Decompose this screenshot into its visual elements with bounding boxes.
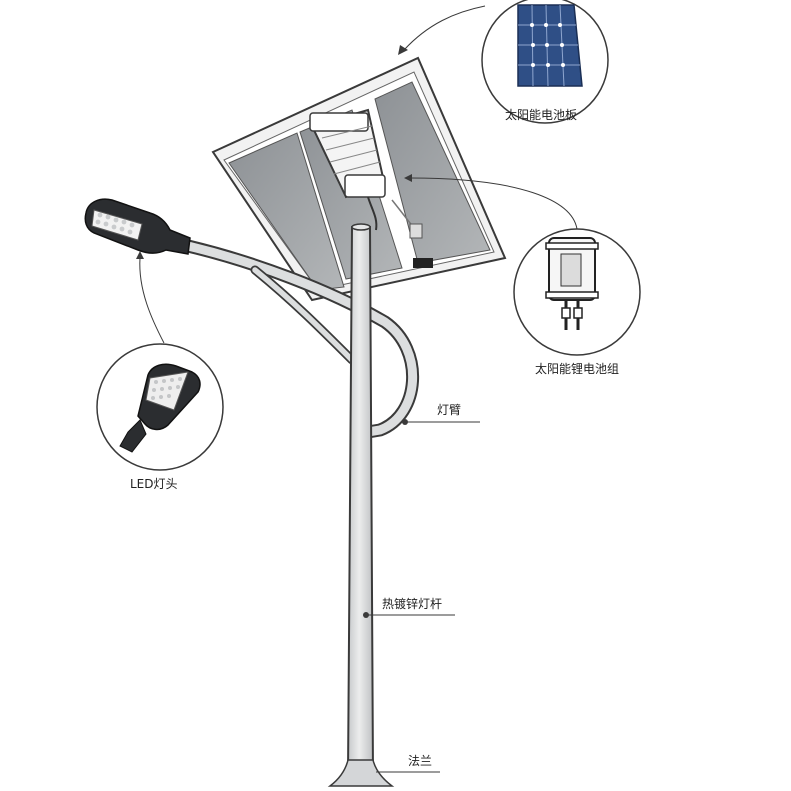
lamp-arm-label: 灯臂 bbox=[437, 403, 461, 417]
galvanized-pole bbox=[327, 223, 395, 787]
lithium-battery-callout: 太阳能锂电池组 bbox=[404, 174, 641, 376]
lithium-battery-label: 太阳能锂电池组 bbox=[535, 361, 619, 376]
solar-panel-label: 太阳能电池板 bbox=[505, 107, 577, 122]
flange-label: 法兰 bbox=[408, 754, 432, 768]
lamp-arm bbox=[181, 239, 420, 439]
solar-panel-callout: 太阳能电池板 bbox=[398, 0, 609, 124]
led-head-label: LED灯头 bbox=[130, 477, 178, 491]
flange-callout: 法兰 bbox=[376, 754, 440, 773]
lamp-arm-callout: 灯臂 bbox=[402, 403, 480, 425]
led-head-callout: LED灯头 bbox=[96, 251, 224, 491]
galvanized-pole-label: 热镀锌灯杆 bbox=[382, 597, 442, 611]
battery-mount bbox=[309, 108, 433, 268]
led-head bbox=[84, 198, 191, 255]
pole-callout: 热镀锌灯杆 bbox=[363, 597, 455, 618]
